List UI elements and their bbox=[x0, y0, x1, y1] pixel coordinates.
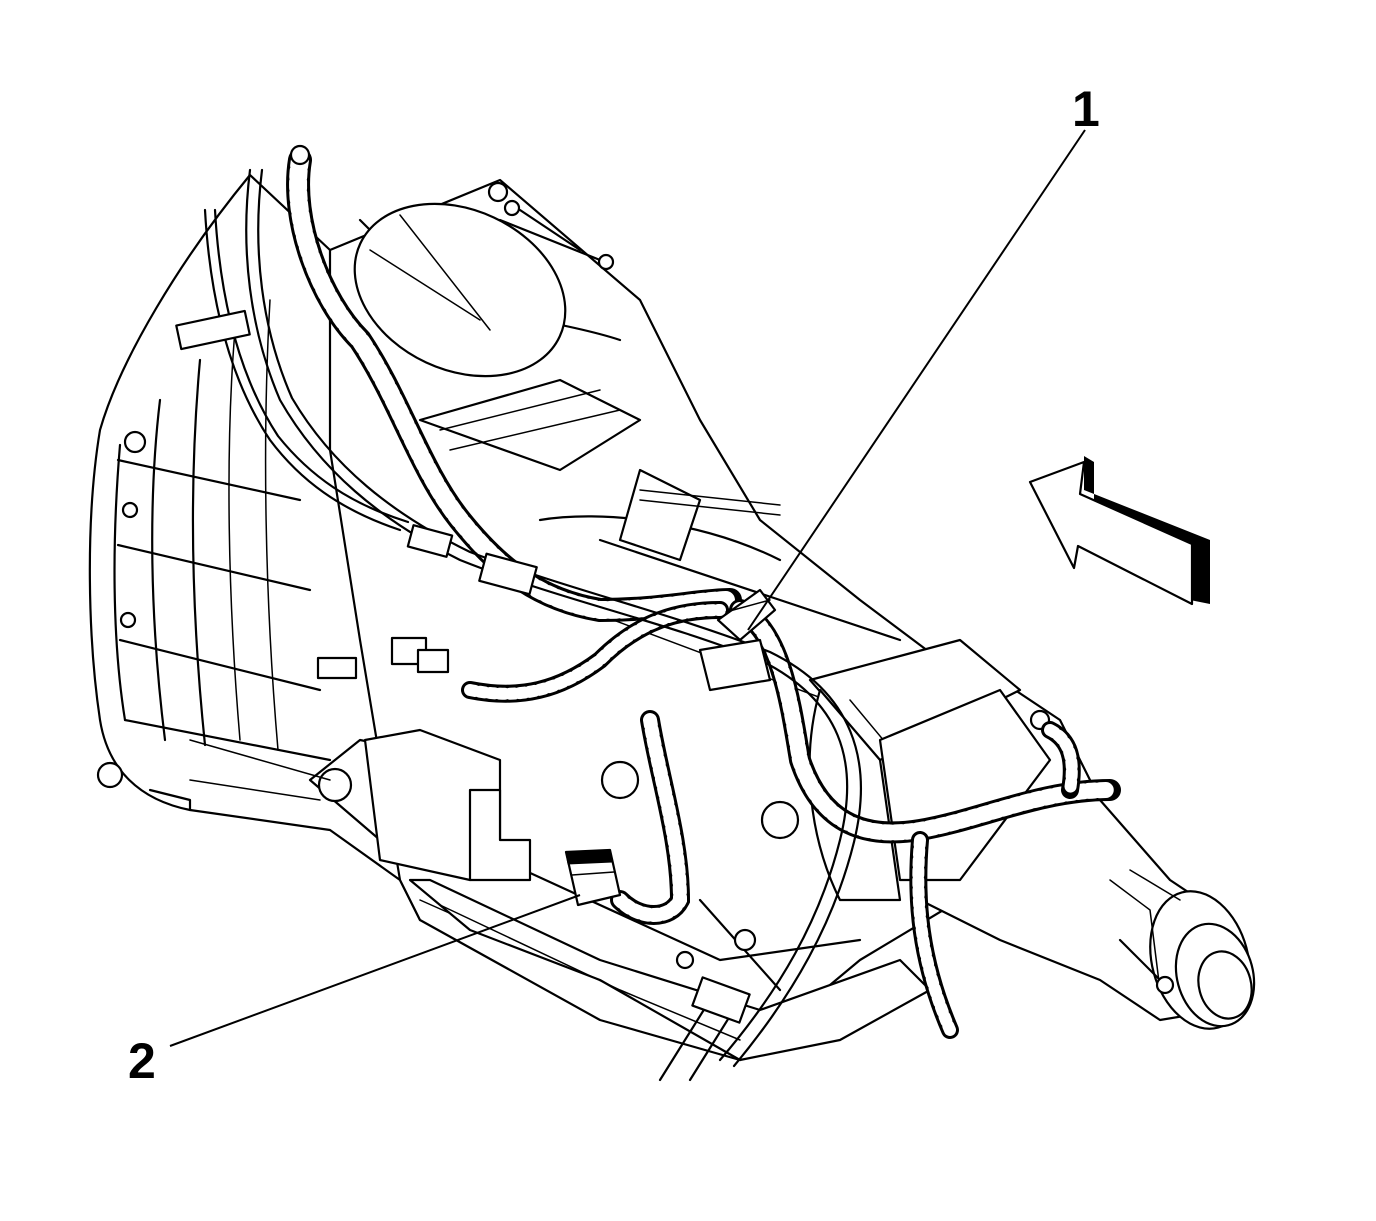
wiring-harness bbox=[286, 148, 1121, 1039]
harness-clip bbox=[698, 588, 777, 692]
shift-linkage bbox=[189, 636, 532, 882]
leader-line-2 bbox=[169, 894, 581, 1047]
leader-line-1 bbox=[747, 129, 1086, 631]
view-arrow-icon bbox=[1028, 456, 1210, 606]
callout-label-2: 2 bbox=[128, 1033, 156, 1089]
studs bbox=[289, 144, 781, 562]
cooler-lines bbox=[175, 168, 862, 1082]
callout-label-1: 1 bbox=[1072, 81, 1100, 137]
leader-lines bbox=[169, 129, 1086, 1047]
harness-connector bbox=[564, 848, 622, 907]
